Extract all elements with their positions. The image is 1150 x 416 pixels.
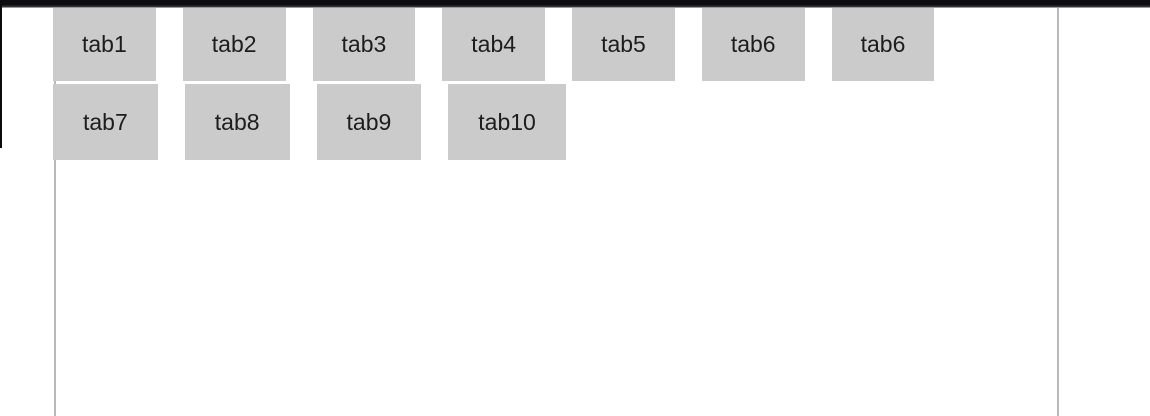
- tab-tab6[interactable]: tab6: [831, 8, 935, 81]
- top-toolbar-edge: [0, 0, 1150, 8]
- tab-tab2[interactable]: tab2: [182, 8, 286, 81]
- tab-row-1: tab1 tab2 tab3 tab4 tab5 tab6 tab6: [53, 8, 935, 81]
- tab-tab5[interactable]: tab5: [572, 8, 675, 81]
- window-left-edge: [0, 0, 2, 148]
- tab-tab10[interactable]: tab10: [448, 84, 566, 160]
- tab-tab1[interactable]: tab1: [53, 8, 156, 81]
- tab-row-2: tab7 tab8 tab9 tab10: [53, 84, 934, 160]
- tab-tab9[interactable]: tab9: [316, 84, 422, 160]
- tab-tab6[interactable]: tab6: [701, 8, 805, 81]
- tab-tab7[interactable]: tab7: [53, 84, 158, 160]
- tab-tab8[interactable]: tab8: [184, 84, 290, 160]
- tab-tab3[interactable]: tab3: [312, 8, 416, 81]
- tab-tab4[interactable]: tab4: [442, 8, 546, 81]
